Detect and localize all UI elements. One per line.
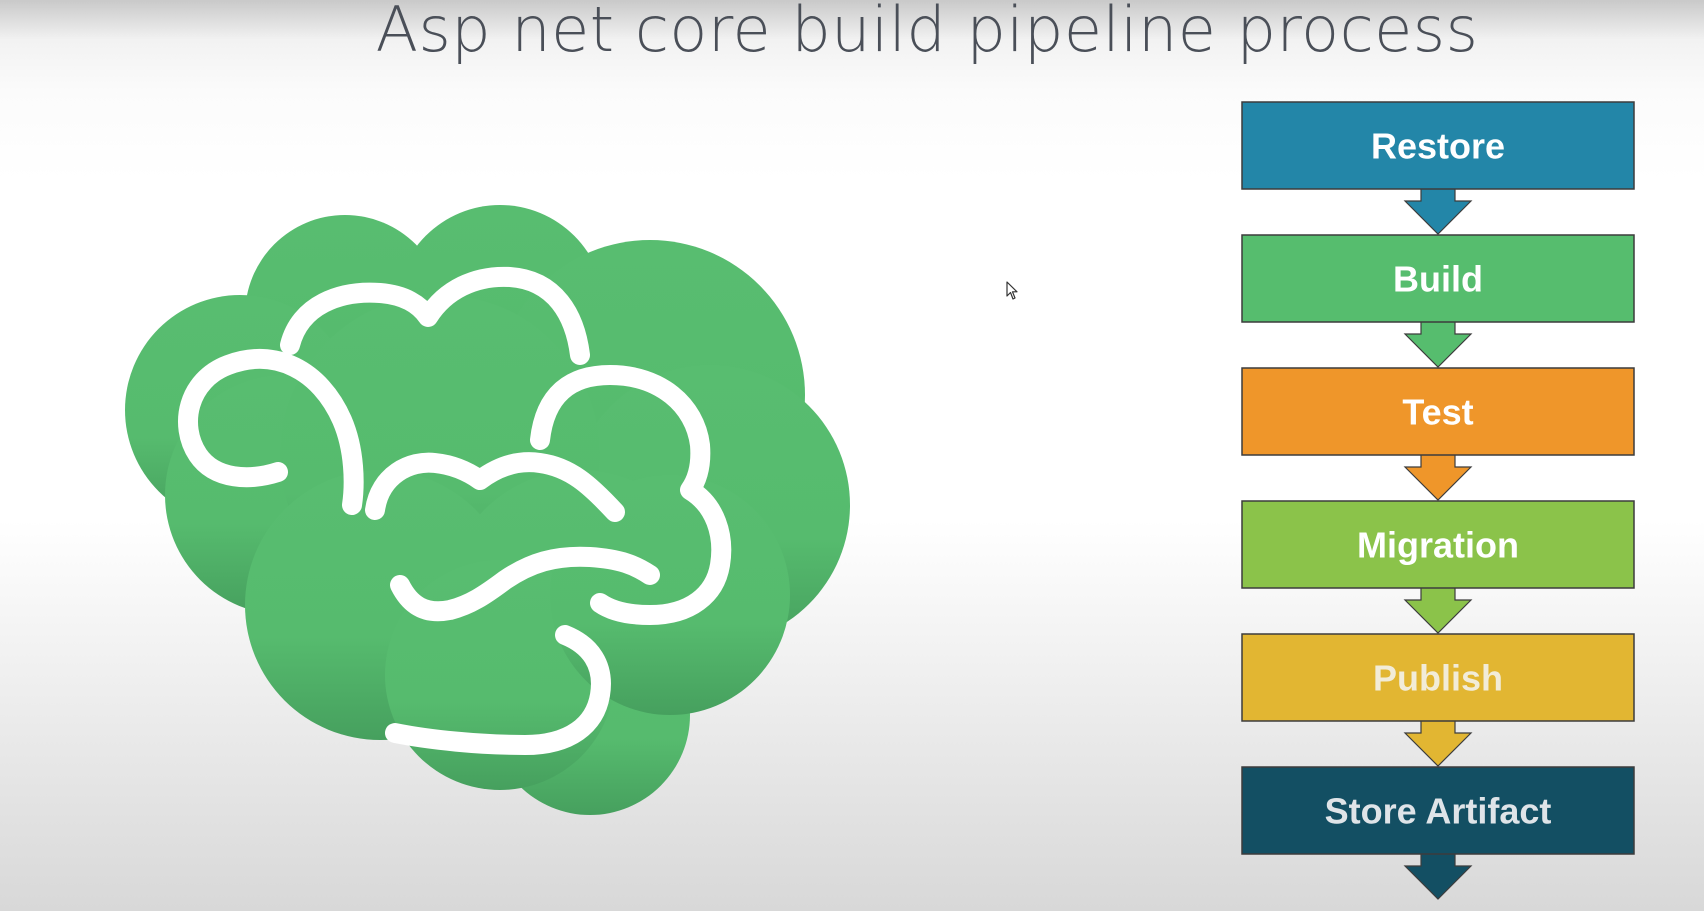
pipeline-step-label: Restore (1371, 126, 1505, 167)
pipeline-step-label: Publish (1373, 658, 1503, 699)
pipeline-step-test: Test (1241, 367, 1635, 501)
brain-icon (125, 205, 850, 815)
pipeline-step-publish: Publish (1241, 633, 1635, 767)
slide-title: Asp net core build pipeline process (375, 0, 1479, 66)
pipeline-step-label: Store Artifact (1325, 791, 1552, 832)
pipeline-step-label: Build (1393, 259, 1483, 300)
pipeline-step-label: Test (1402, 392, 1473, 433)
flow-arrow-icon (1403, 453, 1473, 501)
pipeline-step-box (1241, 766, 1635, 855)
pipeline-step-migration: Migration (1241, 500, 1635, 634)
pipeline-step-box (1241, 633, 1635, 722)
pipeline-step-box (1241, 500, 1635, 589)
mouse-cursor-icon (1006, 281, 1018, 300)
flow-arrow-icon (1403, 187, 1473, 235)
pipeline-step-box (1241, 367, 1635, 456)
pipeline-step-restore: Restore (1241, 101, 1635, 235)
flow-arrow-icon (1403, 719, 1473, 767)
pipeline-step-box (1241, 234, 1635, 323)
pipeline-step-label: Migration (1357, 525, 1519, 566)
pipeline-step-store-artifact: Store Artifact (1241, 766, 1635, 900)
pipeline-step-box (1241, 101, 1635, 190)
flow-arrow-icon (1403, 586, 1473, 634)
flow-arrow-icon (1403, 852, 1473, 900)
flow-arrow-icon (1403, 320, 1473, 368)
brain-folds (178, 266, 732, 755)
pipeline-step-build: Build (1241, 234, 1635, 368)
